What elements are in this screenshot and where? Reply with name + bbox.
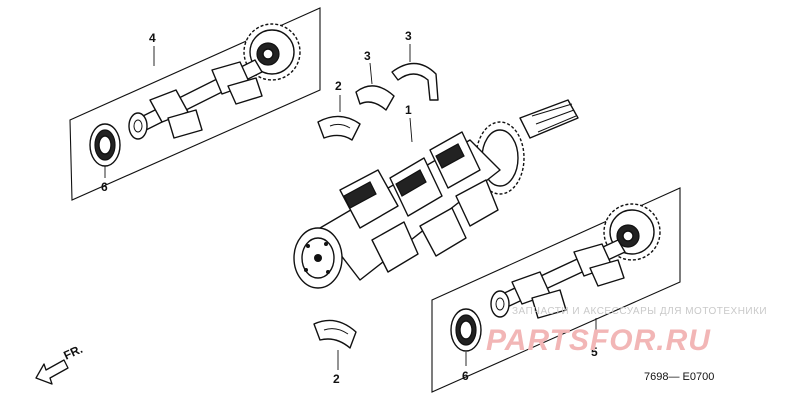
callout-part-3-right: 3 [405, 29, 412, 43]
callout-part-5: 5 [591, 345, 598, 359]
callout-part-6-upper: 6 [101, 180, 108, 194]
callout-part-3-left: 3 [364, 49, 371, 63]
assembly-4-shaft [128, 59, 263, 140]
crankshaft-1: 1 [293, 99, 579, 289]
assembly-5-shaft [490, 239, 626, 319]
diagram-code: 7698— E0700 [644, 371, 714, 383]
watermark: ЗАПЧАСТИ И АКСЕССУАРЫ ДЛЯ МОТОТЕХНИКИ PA… [486, 306, 767, 357]
watermark-brand: PARTSFOR.RU [486, 324, 711, 357]
bearing-shell-2-lower: 2 [313, 319, 357, 386]
callout-part-2-lower: 2 [333, 372, 340, 386]
bearing-shell-3-right: 3 [391, 29, 439, 101]
crankshaft-assembly-5-group: 5 6 [431, 187, 681, 393]
assembly-4-frame [69, 7, 321, 201]
assembly-4-bearing [89, 123, 121, 167]
assembly-5-bearing [450, 308, 482, 352]
front-label: FR. [61, 342, 84, 363]
assembly-5-frame [431, 187, 681, 393]
watermark-tagline: ЗАПЧАСТИ И АКСЕССУАРЫ ДЛЯ МОТОТЕХНИКИ [512, 306, 767, 317]
callout-part-2-upper: 2 [335, 79, 342, 93]
crankshaft-assembly-4-group: 4 6 [69, 7, 321, 201]
callout-part-1: 1 [405, 103, 412, 117]
bearing-shell-2-upper: 2 [317, 79, 361, 141]
front-direction-marker: FR. [35, 342, 85, 385]
callout-part-6-lower: 6 [462, 369, 469, 383]
bearing-shell-3-left: 3 [355, 49, 395, 111]
callout-part-4: 4 [149, 31, 156, 45]
front-arrow-icon [35, 359, 69, 385]
